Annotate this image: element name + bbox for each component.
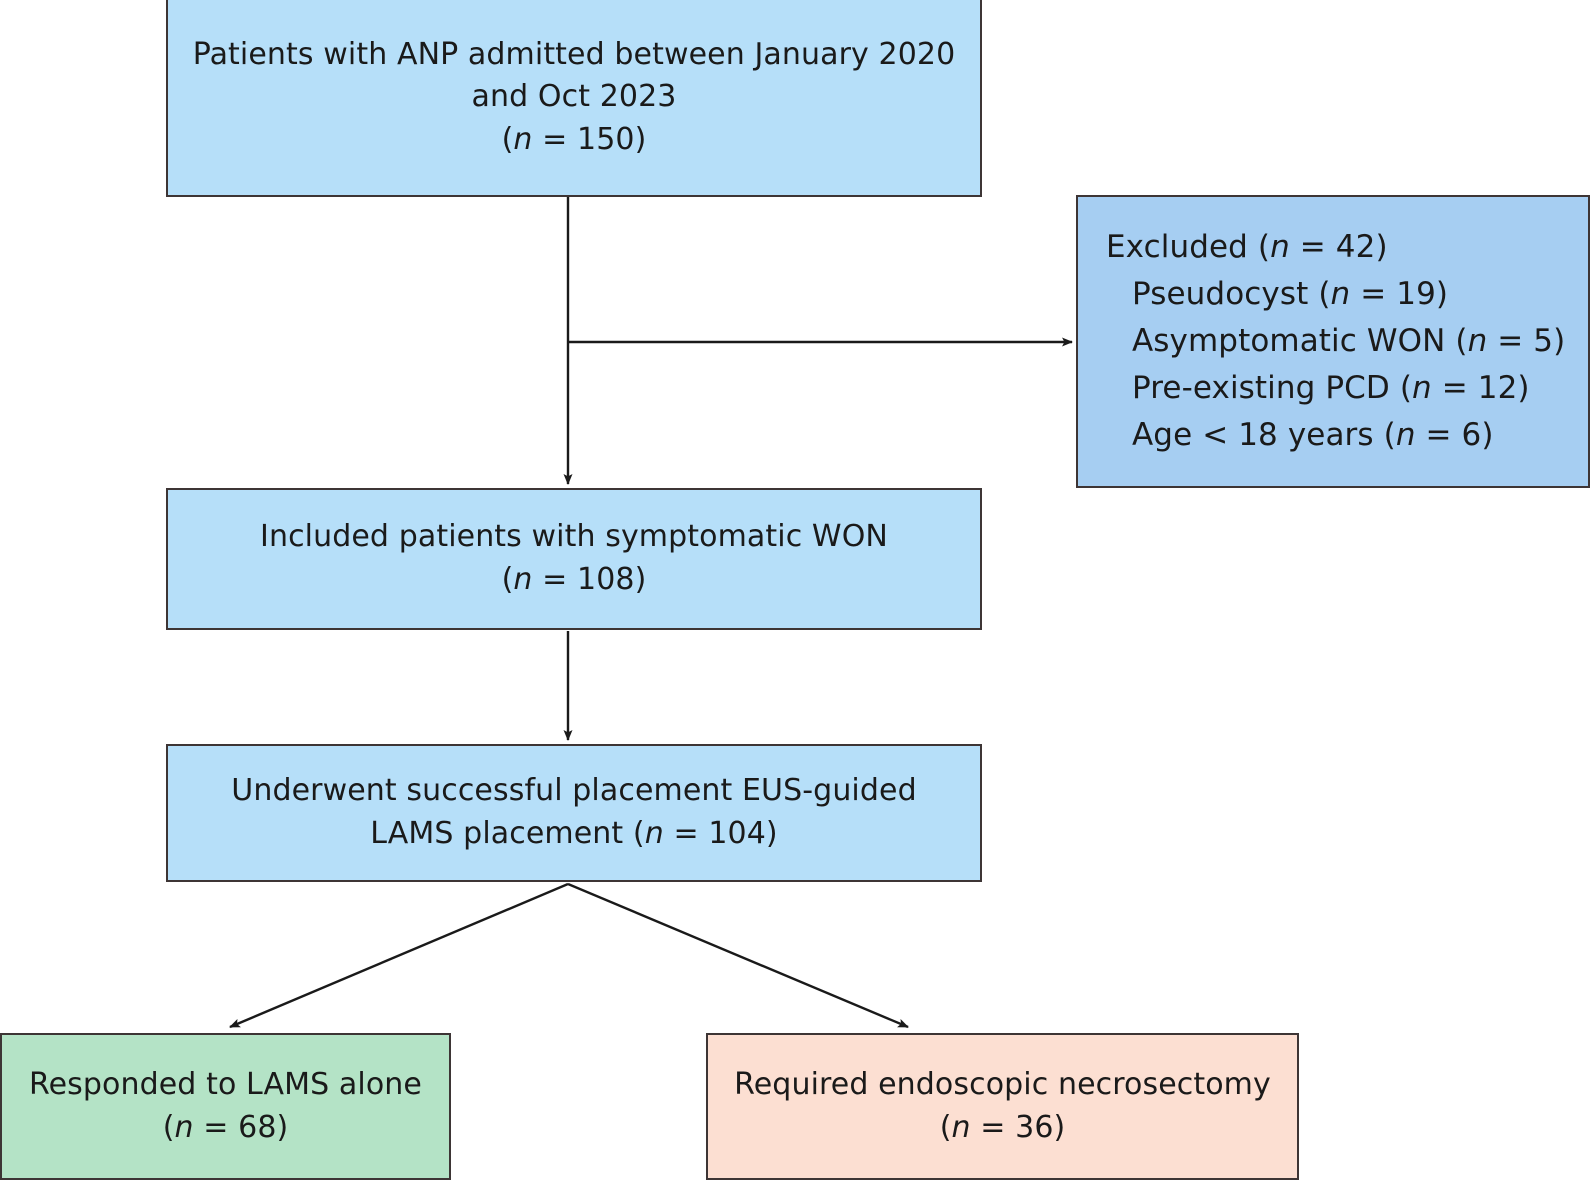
included-count-prefix: ( (501, 562, 514, 597)
excluded-line-2-value: = 19) (1350, 275, 1449, 312)
included-count-n: n (513, 562, 533, 597)
excluded-line-4-text: Pre-existing PCD ( (1132, 370, 1413, 407)
excluded-line-3-text: Asymptomatic WON ( (1132, 322, 1468, 359)
node-responded-to-lams: Responded to LAMS alone (n = 68) (0, 1033, 451, 1180)
node-patients-admitted: Patients with ANP admitted between Janua… (166, 0, 982, 197)
edge-lams-to-necrosectomy (567, 882, 909, 1029)
lams-line-2-text: LAMS placement ( (370, 816, 645, 851)
admitted-line-2: and Oct 2023 (471, 79, 677, 115)
responded-count-prefix: ( (162, 1109, 175, 1145)
responded-line-1: Responded to LAMS alone (29, 1066, 422, 1102)
excluded-line-3-value: = 5) (1487, 322, 1566, 359)
node-excluded: Excluded (n = 42) Pseudocyst (n = 19) As… (1076, 195, 1590, 488)
included-count: (n = 108) (502, 559, 647, 602)
node-lams-placement: Underwent successful placement EUS-guide… (166, 744, 982, 882)
excluded-line-5-text: Age < 18 years ( (1132, 417, 1396, 454)
responded-count-value: = 68) (193, 1109, 289, 1145)
excluded-line-1-text: Excluded ( (1106, 228, 1271, 265)
admitted-line-1: Patients with ANP admitted between Janua… (192, 36, 956, 72)
lams-line-2: LAMS placement (n = 104) (370, 813, 777, 856)
excluded-line-2-text: Pseudocyst ( (1132, 275, 1331, 312)
excluded-line-1: Excluded (n = 42) (1106, 224, 1388, 271)
excluded-line-4-value: = 12) (1431, 370, 1530, 407)
admitted-count: (n = 150) (502, 119, 647, 162)
admitted-count-prefix: ( (501, 121, 514, 157)
excluded-line-3-n: n (1467, 322, 1488, 359)
node-required-necrosectomy: Required endoscopic necrosectomy (n = 36… (706, 1033, 1299, 1180)
responded-count-n: n (174, 1109, 194, 1145)
lams-line-2-value: = 104) (663, 816, 778, 851)
admitted-count-n: n (513, 121, 533, 157)
responded-count: (n = 68) (163, 1107, 289, 1150)
excluded-line-1-n: n (1270, 228, 1290, 265)
excluded-line-5-value: = 6) (1415, 417, 1494, 454)
necrosectomy-count-n: n (951, 1109, 971, 1145)
excluded-line-2-n: n (1330, 275, 1351, 312)
necrosectomy-count-value: = 36) (970, 1109, 1066, 1145)
included-line-1: Included patients with symptomatic WON (260, 519, 888, 555)
lams-line-2-n: n (644, 816, 664, 851)
excluded-line-3: Asymptomatic WON (n = 5) (1106, 318, 1565, 365)
necrosectomy-count: (n = 36) (940, 1107, 1066, 1150)
lams-line-1: Underwent successful placement EUS-guide… (231, 773, 917, 809)
excluded-line-5: Age < 18 years (n = 6) (1106, 412, 1494, 459)
edge-lams-to-responded (229, 882, 569, 1029)
excluded-line-1-value: = 42) (1289, 228, 1388, 265)
admitted-count-value: = 150) (532, 121, 647, 157)
node-included-patients: Included patients with symptomatic WON (… (166, 488, 982, 630)
necrosectomy-line-1: Required endoscopic necrosectomy (734, 1066, 1271, 1102)
necrosectomy-count-prefix: ( (939, 1109, 952, 1145)
excluded-line-4-n: n (1412, 370, 1432, 407)
included-count-value: = 108) (532, 562, 647, 597)
excluded-line-4: Pre-existing PCD (n = 12) (1106, 365, 1530, 412)
excluded-line-2: Pseudocyst (n = 19) (1106, 271, 1448, 318)
excluded-line-5-n: n (1395, 417, 1416, 454)
